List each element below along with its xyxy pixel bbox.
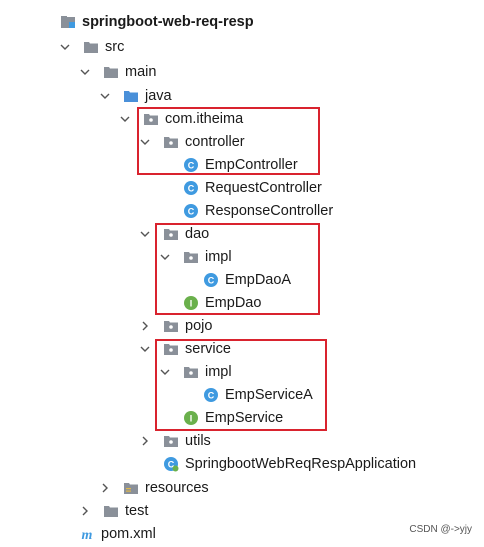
chevron-down-icon[interactable] bbox=[159, 251, 171, 263]
svg-text:I: I bbox=[190, 299, 193, 309]
tree-item-label: service bbox=[185, 341, 231, 357]
chevron-right-icon[interactable] bbox=[79, 505, 91, 517]
tree-item-label: pom.xml bbox=[101, 526, 156, 542]
tree-item-label: EmpDao bbox=[205, 295, 262, 311]
tree-item-controller[interactable]: controller bbox=[139, 131, 245, 153]
chevron-right-icon[interactable] bbox=[139, 435, 151, 447]
chevron-right-icon[interactable] bbox=[99, 482, 111, 494]
tree-item-label: resources bbox=[145, 480, 209, 496]
tree-item-utils[interactable]: utils bbox=[139, 430, 211, 452]
interface-icon: I bbox=[183, 295, 199, 311]
highlight-box-service bbox=[155, 339, 327, 431]
tree-item-label: EmpServiceA bbox=[225, 387, 313, 403]
package-icon bbox=[163, 134, 179, 150]
svg-text:m: m bbox=[82, 528, 93, 542]
tree-item-dao-impl[interactable]: impl bbox=[159, 246, 232, 268]
tree-item-dao[interactable]: dao bbox=[139, 223, 209, 245]
tree-item-label: com.itheima bbox=[165, 111, 244, 127]
tree-item-response-controller[interactable]: C ResponseController bbox=[183, 200, 333, 222]
chevron-right-icon[interactable] bbox=[139, 320, 151, 332]
svg-text:C: C bbox=[188, 184, 195, 194]
watermark: CSDN @->yjy bbox=[409, 524, 472, 535]
tree-item-label: pojo bbox=[185, 318, 213, 334]
tree-item-label: test bbox=[125, 503, 149, 519]
class-icon: C bbox=[183, 157, 199, 173]
svg-text:C: C bbox=[208, 391, 215, 401]
svg-text:I: I bbox=[190, 414, 193, 424]
tree-item-pom[interactable]: m pom.xml bbox=[79, 523, 156, 545]
package-icon bbox=[143, 111, 159, 127]
svg-text:C: C bbox=[208, 276, 215, 286]
tree-item-emp-controller[interactable]: C EmpController bbox=[183, 154, 298, 176]
tree-item-emp-dao-a[interactable]: C EmpDaoA bbox=[203, 269, 291, 291]
chevron-down-icon[interactable] bbox=[139, 343, 151, 355]
package-icon bbox=[163, 433, 179, 449]
folder-icon bbox=[103, 64, 119, 80]
interface-icon: I bbox=[183, 410, 199, 426]
maven-icon: m bbox=[79, 526, 95, 542]
tree-item-label: EmpController bbox=[205, 157, 298, 173]
highlight-box-controller bbox=[137, 107, 320, 175]
tree-item-label: EmpDaoA bbox=[225, 272, 292, 288]
tree-item-label: SpringbootWebReqRespApplication bbox=[185, 456, 417, 472]
source-folder-icon bbox=[123, 88, 139, 104]
chevron-down-icon[interactable] bbox=[119, 113, 131, 125]
svg-text:C: C bbox=[188, 207, 195, 217]
tree-item-label: impl bbox=[205, 249, 232, 265]
svg-text:C: C bbox=[188, 161, 195, 171]
package-icon bbox=[183, 249, 199, 265]
class-icon: C bbox=[203, 387, 219, 403]
class-icon: C bbox=[183, 203, 199, 219]
tree-item-label: main bbox=[125, 64, 157, 80]
tree-item-label: EmpService bbox=[205, 410, 284, 426]
tree-item-label: utils bbox=[185, 433, 211, 449]
class-icon: C bbox=[203, 272, 219, 288]
chevron-down-icon[interactable] bbox=[139, 228, 151, 240]
tree-item-com-itheima[interactable]: com.itheima bbox=[119, 108, 243, 130]
tree-item-emp-service-a[interactable]: C EmpServiceA bbox=[203, 384, 313, 406]
tree-item-request-controller[interactable]: C RequestController bbox=[183, 177, 322, 199]
tree-item-label: java bbox=[145, 88, 172, 104]
package-icon bbox=[183, 364, 199, 380]
tree-item-label: dao bbox=[185, 226, 210, 242]
tree-item-service-impl[interactable]: impl bbox=[159, 361, 232, 383]
folder-icon bbox=[103, 503, 119, 519]
chevron-down-icon[interactable] bbox=[159, 366, 171, 378]
tree-item-label: RequestController bbox=[205, 180, 322, 196]
tree-item-test[interactable]: test bbox=[79, 500, 148, 522]
tree-item-label: controller bbox=[185, 134, 245, 150]
highlight-box-dao bbox=[155, 223, 320, 315]
chevron-down-icon[interactable] bbox=[99, 90, 111, 102]
package-icon bbox=[163, 226, 179, 242]
tree-item-resources[interactable]: resources bbox=[99, 477, 209, 499]
tree-item-main[interactable]: main bbox=[79, 61, 156, 83]
tree-item-project-root[interactable]: springboot-web-req-resp bbox=[60, 11, 254, 33]
chevron-down-icon[interactable] bbox=[59, 41, 71, 53]
tree-item-emp-dao[interactable]: I EmpDao bbox=[183, 292, 261, 314]
folder-icon bbox=[83, 39, 99, 55]
tree-item-java[interactable]: java bbox=[99, 85, 172, 107]
chevron-down-icon[interactable] bbox=[79, 66, 91, 78]
tree-item-src[interactable]: src bbox=[59, 36, 124, 58]
package-icon bbox=[163, 318, 179, 334]
class-icon: C bbox=[183, 180, 199, 196]
tree-item-label: ResponseController bbox=[205, 203, 334, 219]
tree-item-service[interactable]: service bbox=[139, 338, 231, 360]
resources-folder-icon bbox=[123, 480, 139, 496]
project-folder-icon bbox=[60, 14, 76, 30]
tree-item-application[interactable]: C SpringbootWebReqRespApplication bbox=[163, 453, 416, 475]
package-icon bbox=[163, 341, 179, 357]
spring-boot-class-icon: C bbox=[163, 456, 179, 472]
tree-item-label: src bbox=[105, 39, 125, 55]
tree-item-label: impl bbox=[205, 364, 232, 380]
chevron-down-icon[interactable] bbox=[139, 136, 151, 148]
tree-item-emp-service[interactable]: I EmpService bbox=[183, 407, 283, 429]
tree-item-label: springboot-web-req-resp bbox=[82, 14, 254, 30]
svg-text:C: C bbox=[168, 460, 175, 470]
tree-item-pojo[interactable]: pojo bbox=[139, 315, 212, 337]
